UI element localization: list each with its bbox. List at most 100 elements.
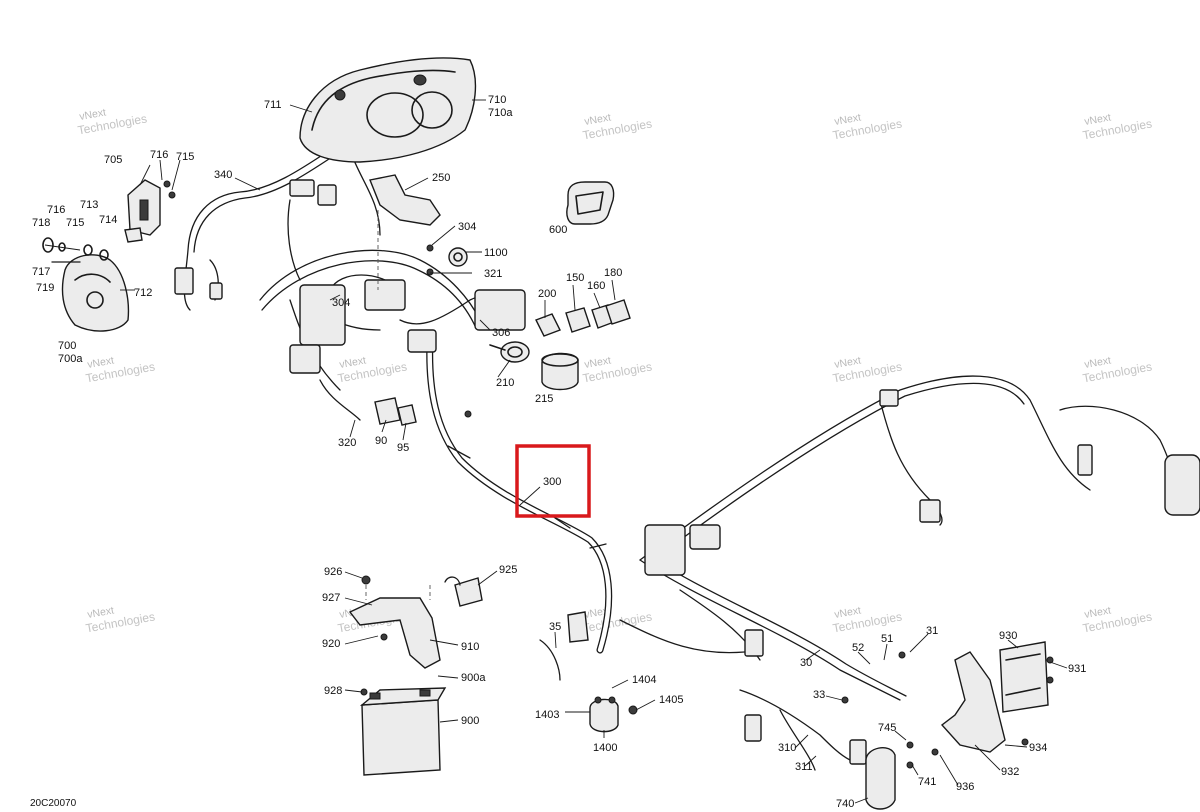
- callout-33[interactable]: 33: [813, 689, 825, 701]
- callout-321[interactable]: 321: [484, 268, 502, 280]
- callout-716[interactable]: 716: [47, 204, 65, 216]
- rear-harness-30[interactable]: [619, 375, 1200, 771]
- fastener-stack-713-719[interactable]: [42, 227, 143, 263]
- callout-740[interactable]: 740: [836, 798, 854, 810]
- callout-718[interactable]: 718: [32, 217, 50, 229]
- callout-1400[interactable]: 1400: [593, 742, 617, 754]
- callout-310[interactable]: 310: [778, 742, 796, 754]
- highlight-box-part-300: [515, 444, 591, 518]
- callout-1405[interactable]: 1405: [659, 694, 683, 706]
- callout-52[interactable]: 52: [852, 642, 864, 654]
- callout-311[interactable]: 311: [795, 761, 813, 773]
- callout-300[interactable]: 300: [543, 476, 561, 488]
- callout-labels: 711 710 710a 705 716 715 340 250 718 716…: [32, 94, 1086, 810]
- watermark-line1: vNext: [833, 604, 862, 620]
- callout-304[interactable]: 304: [332, 297, 350, 309]
- callout-710a[interactable]: 710a: [488, 107, 513, 119]
- callout-304[interactable]: 304: [458, 221, 476, 233]
- watermark-line1: vNext: [833, 111, 862, 127]
- callout-215[interactable]: 215: [535, 393, 553, 405]
- connector-1100[interactable]: [448, 247, 468, 267]
- watermark-line1: vNext: [583, 111, 612, 127]
- callout-910[interactable]: 910: [461, 641, 479, 653]
- callout-210[interactable]: 210: [496, 377, 514, 389]
- callout-95[interactable]: 95: [397, 442, 409, 454]
- document-code: 20C20070: [30, 798, 77, 809]
- battery-bracket-910[interactable]: [348, 585, 441, 669]
- watermark-line1: vNext: [1083, 604, 1112, 620]
- starter-solenoid-1400[interactable]: [589, 696, 619, 733]
- watermark-line1: vNext: [1083, 111, 1112, 127]
- callout-715[interactable]: 715: [176, 151, 194, 163]
- callout-920[interactable]: 920: [322, 638, 340, 650]
- callout-31[interactable]: 31: [926, 625, 938, 637]
- callout-712[interactable]: 712: [134, 287, 152, 299]
- callout-250[interactable]: 250: [432, 172, 450, 184]
- socket-cap-215[interactable]: [541, 352, 579, 391]
- watermark-line1: vNext: [1083, 354, 1112, 370]
- callout-150[interactable]: 150: [566, 272, 584, 284]
- ground-connection-35[interactable]: [539, 611, 589, 681]
- callout-936[interactable]: 936: [956, 781, 974, 793]
- callout-700[interactable]: 700: [58, 340, 76, 352]
- callout-932[interactable]: 932: [1001, 766, 1019, 778]
- display-unit-600[interactable]: [566, 181, 615, 225]
- callout-705[interactable]: 705: [104, 154, 122, 166]
- callout-928[interactable]: 928: [324, 685, 342, 697]
- callout-340[interactable]: 340: [214, 169, 232, 181]
- callout-710[interactable]: 710: [488, 94, 506, 106]
- callout-741[interactable]: 741: [918, 776, 936, 788]
- callout-927[interactable]: 927: [322, 592, 340, 604]
- bracket-250[interactable]: [369, 174, 441, 290]
- power-socket-210[interactable]: [489, 341, 530, 363]
- callout-930[interactable]: 930: [999, 630, 1017, 642]
- callout-30[interactable]: 30: [800, 657, 812, 669]
- callout-1404[interactable]: 1404: [632, 674, 656, 686]
- rocker-switches[interactable]: [535, 299, 631, 337]
- callout-700a[interactable]: 700a: [58, 353, 83, 365]
- callout-716[interactable]: 716: [150, 149, 168, 161]
- callout-931[interactable]: 931: [1068, 663, 1086, 675]
- watermark-line1: vNext: [86, 354, 115, 370]
- watermark-line1: vNext: [833, 354, 862, 370]
- mounting-bracket-932[interactable]: [940, 651, 1006, 753]
- callout-306[interactable]: 306: [492, 327, 510, 339]
- callout-90[interactable]: 90: [375, 435, 387, 447]
- headlight-assembly-710[interactable]: [299, 57, 477, 163]
- small-fasteners: [163, 180, 1054, 769]
- callout-51[interactable]: 51: [881, 633, 893, 645]
- callout-719[interactable]: 719: [36, 282, 54, 294]
- callout-35[interactable]: 35: [549, 621, 561, 633]
- callout-925[interactable]: 925: [499, 564, 517, 576]
- callout-714[interactable]: 714: [99, 214, 117, 226]
- relay-block-90-95[interactable]: [374, 397, 417, 426]
- relay-925[interactable]: [444, 576, 483, 607]
- callout-745[interactable]: 745: [878, 722, 896, 734]
- dash-wiring-cluster: [174, 149, 526, 421]
- main-harness-300[interactable]: [426, 336, 613, 654]
- callout-1403[interactable]: 1403: [535, 709, 559, 721]
- callout-320[interactable]: 320: [338, 437, 356, 449]
- callout-717[interactable]: 717: [32, 266, 50, 278]
- watermark-line1: vNext: [86, 604, 115, 620]
- control-housing-700[interactable]: [44, 244, 130, 332]
- battery-900[interactable]: [359, 687, 447, 776]
- callout-900[interactable]: 900: [461, 715, 479, 727]
- callout-715[interactable]: 715: [66, 217, 84, 229]
- callout-926[interactable]: 926: [324, 566, 342, 578]
- callout-934[interactable]: 934: [1029, 742, 1047, 754]
- callout-900a[interactable]: 900a: [461, 672, 486, 684]
- watermark-line1: vNext: [338, 354, 367, 370]
- callout-600[interactable]: 600: [549, 224, 567, 236]
- callout-713[interactable]: 713: [80, 199, 98, 211]
- tail-light-740[interactable]: [865, 747, 896, 810]
- control-module-930[interactable]: [999, 641, 1049, 713]
- callout-180[interactable]: 180: [604, 267, 622, 279]
- callout-1100[interactable]: 1100: [484, 247, 508, 259]
- callout-711[interactable]: 711: [264, 99, 282, 111]
- watermark-line1: vNext: [583, 354, 612, 370]
- switch-module-705[interactable]: [127, 179, 161, 236]
- callout-200[interactable]: 200: [538, 288, 556, 300]
- callout-160[interactable]: 160: [587, 280, 605, 292]
